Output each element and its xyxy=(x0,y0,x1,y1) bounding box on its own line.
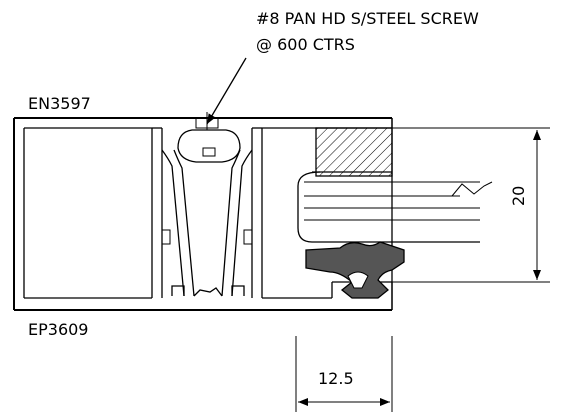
bottom-profile-code: EP3609 xyxy=(28,320,88,339)
glass-panel xyxy=(297,171,493,243)
gasket-inner-notch xyxy=(347,271,369,289)
screw-note-line1: #8 PAN HD S/STEEL SCREW xyxy=(256,9,479,28)
screw-note-line2: @ 600 CTRS xyxy=(256,35,355,54)
horizontal-dimension-label: 12.5 xyxy=(318,369,354,388)
horizontal-dimension xyxy=(295,336,393,412)
screw-leader-line xyxy=(206,57,247,125)
glazing-gasket xyxy=(305,241,405,299)
clip-profile xyxy=(161,129,253,297)
vertical-dimension xyxy=(400,127,550,283)
packer-block xyxy=(315,127,393,177)
top-profile-code: EN3597 xyxy=(28,94,91,113)
right-boundary xyxy=(391,118,480,310)
screw-head xyxy=(195,112,219,130)
vertical-dimension-label: 20 xyxy=(509,186,528,206)
